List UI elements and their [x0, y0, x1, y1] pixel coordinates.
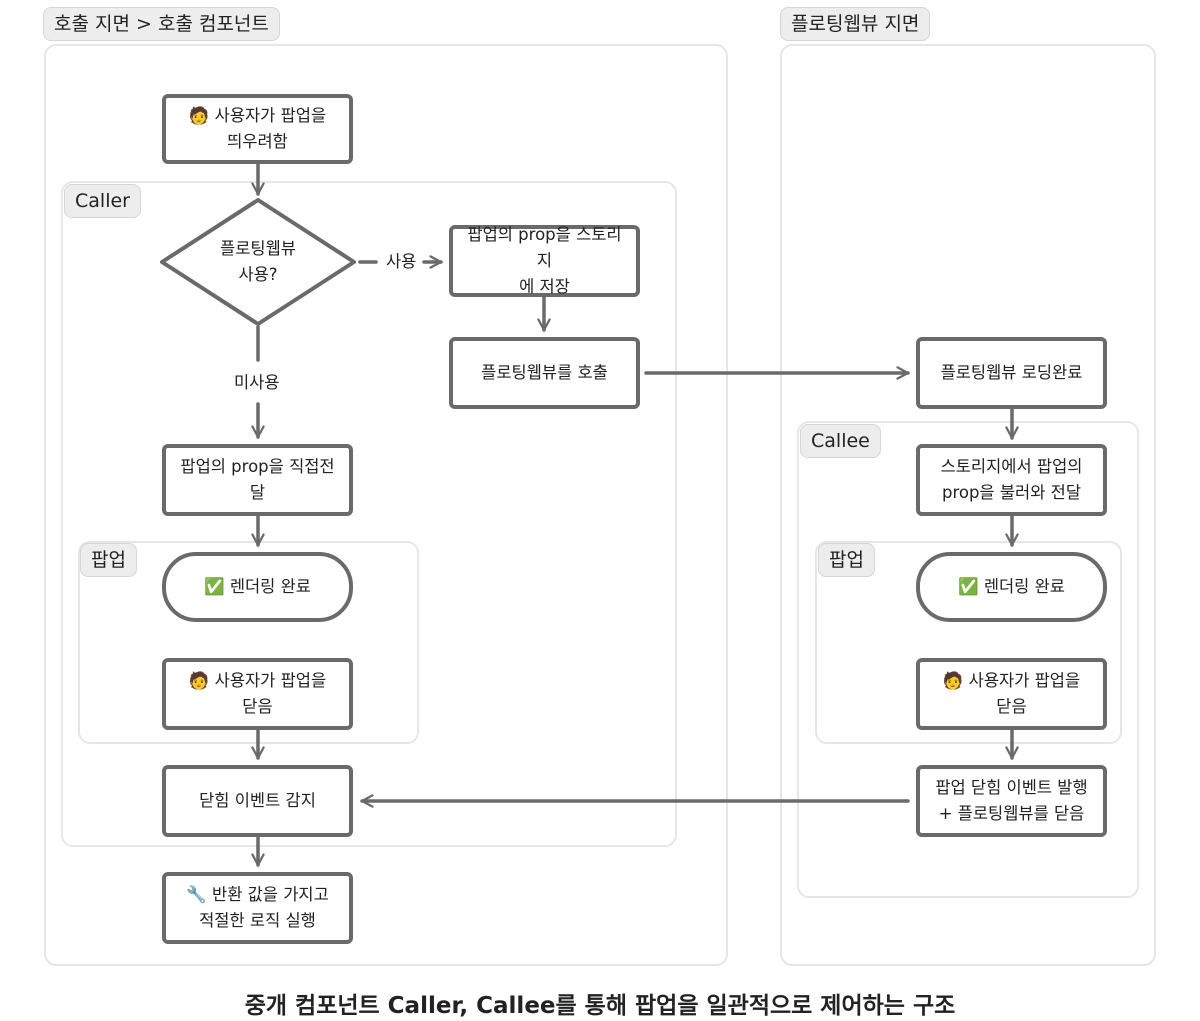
node-user-close-right-line1: 🧑 사용자가 팝업을 — [942, 671, 1081, 690]
node-detect-close: 닫힘 이벤트 감지 — [162, 765, 353, 837]
node-render-left-text: ✅ 렌더링 완료 — [204, 577, 311, 596]
node-render-right-text: ✅ 렌더링 완료 — [958, 577, 1065, 596]
edge-label-use: 사용 — [380, 250, 423, 274]
caller-tag: Caller — [64, 184, 141, 218]
node-user-wants-open-line2: 띄우려함 — [227, 132, 288, 151]
node-store-prop-line1: 팝업의 prop을 스토리지 — [467, 225, 622, 270]
floating-page-frame — [780, 44, 1156, 966]
node-load-storage-line1: 스토리지에서 팝업의 — [940, 457, 1083, 476]
node-webview-loaded-text: 플로팅웹뷰 로딩완료 — [940, 363, 1083, 382]
decision-diamond — [160, 198, 356, 326]
node-emit-close: 팝업 닫힘 이벤트 발행 + 플로팅웹뷰를 닫음 — [916, 765, 1107, 837]
node-call-webview: 플로팅웹뷰를 호출 — [449, 337, 640, 409]
decision-line-1: 플로팅웹뷰 — [220, 239, 296, 258]
node-detect-close-text: 닫힘 이벤트 감지 — [199, 791, 316, 810]
node-final-logic-line2: 적절한 로직 실행 — [199, 911, 316, 930]
decision-line-2: 사용? — [238, 265, 278, 284]
node-load-storage: 스토리지에서 팝업의 prop을 불러와 전달 — [916, 444, 1107, 516]
caller-frame — [61, 181, 677, 847]
edge-label-not-use: 미사용 — [228, 371, 286, 395]
popup-right-tag: 팝업 — [818, 543, 875, 577]
caller-page-tag: 호출 지면 > 호출 컴포넌트 — [43, 7, 280, 41]
node-user-close-left-line2: 닫음 — [242, 697, 273, 716]
decision-text: 플로팅웹뷰 사용? — [182, 236, 334, 288]
node-store-prop-line2: 에 저장 — [519, 277, 570, 296]
floating-page-tag: 플로팅웹뷰 지면 — [780, 7, 931, 41]
node-emit-close-line1: 팝업 닫힘 이벤트 발행 — [935, 778, 1088, 797]
node-direct-pass: 팝업의 prop을 직접전달 — [162, 444, 353, 516]
node-final-logic-line1: 🔧 반환 값을 가지고 — [186, 885, 329, 904]
popup-right-frame — [815, 541, 1122, 744]
node-user-close-right-line2: 닫음 — [996, 697, 1027, 716]
node-emit-close-line2: + 플로팅웹뷰를 닫음 — [938, 804, 1085, 823]
node-render-left: ✅ 렌더링 완료 — [162, 552, 353, 622]
node-user-close-left-line1: 🧑 사용자가 팝업을 — [188, 671, 327, 690]
node-user-wants-open-line1: 🧑 사용자가 팝업을 — [188, 106, 327, 125]
callee-frame — [797, 421, 1139, 898]
node-call-webview-text: 플로팅웹뷰를 호출 — [481, 363, 608, 382]
popup-left-tag: 팝업 — [80, 543, 137, 577]
diagram-caption: 중개 컴포넌트 Caller, Callee를 통해 팝업을 일관적으로 제어하… — [244, 993, 956, 1019]
node-load-storage-line2: prop을 불러와 전달 — [941, 483, 1082, 502]
callee-tag: Callee — [800, 424, 881, 458]
popup-left-frame — [78, 541, 419, 744]
node-direct-pass-text: 팝업의 prop을 직접전달 — [180, 457, 335, 502]
caller-page-frame — [44, 44, 728, 966]
node-webview-loaded: 플로팅웹뷰 로딩완료 — [916, 337, 1107, 409]
node-render-right: ✅ 렌더링 완료 — [916, 552, 1107, 622]
